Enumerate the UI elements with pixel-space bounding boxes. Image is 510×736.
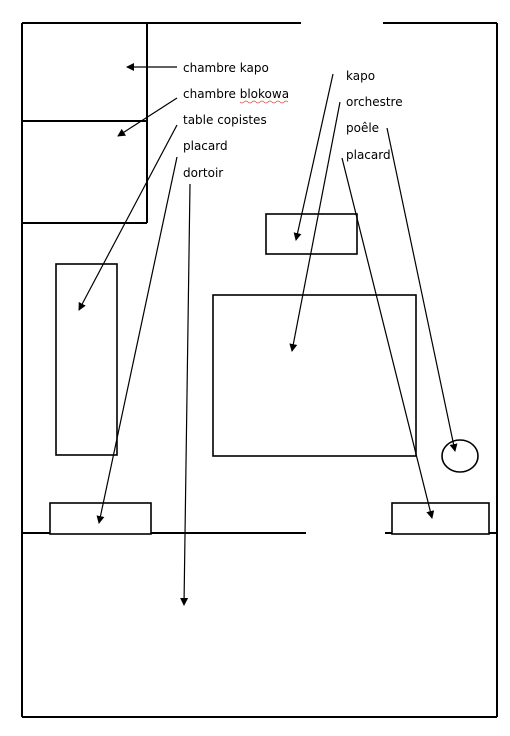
arrows (78, 63, 458, 606)
label-chambre-kapo: chambre kapo (183, 61, 269, 75)
arrow-chambre-blokowa (117, 97, 178, 137)
outer-walls (21, 22, 498, 718)
arrow-placard-right (341, 157, 435, 519)
placard-right-shape (391, 502, 490, 535)
poele-stove-shape (441, 439, 479, 473)
label-orchestre: orchestre (346, 95, 403, 109)
labels: chambre kapo chambre blokowa table copis… (183, 61, 403, 180)
orchestre-area-shape (212, 294, 417, 457)
arrow-orchestre (289, 101, 341, 352)
label-placard-right: placard (346, 148, 391, 162)
label-dortoir: dortoir (183, 166, 223, 180)
label-poele: poêle (346, 121, 379, 135)
arrow-kapo (293, 73, 334, 241)
label-placard-left: placard (183, 139, 228, 153)
arrow-dortoir (180, 183, 191, 606)
spellcheck-underline (239, 100, 289, 104)
table-copistes-shape (55, 263, 118, 456)
arrow-poele (386, 127, 458, 452)
label-kapo: kapo (346, 69, 375, 83)
label-chambre-blokowa: chambre blokowa (183, 87, 289, 101)
label-table-copistes: table copistes (183, 113, 267, 127)
arrow-table-copistes (78, 124, 178, 311)
arrow-placard-left (96, 156, 178, 524)
chamber-rooms (22, 23, 148, 224)
